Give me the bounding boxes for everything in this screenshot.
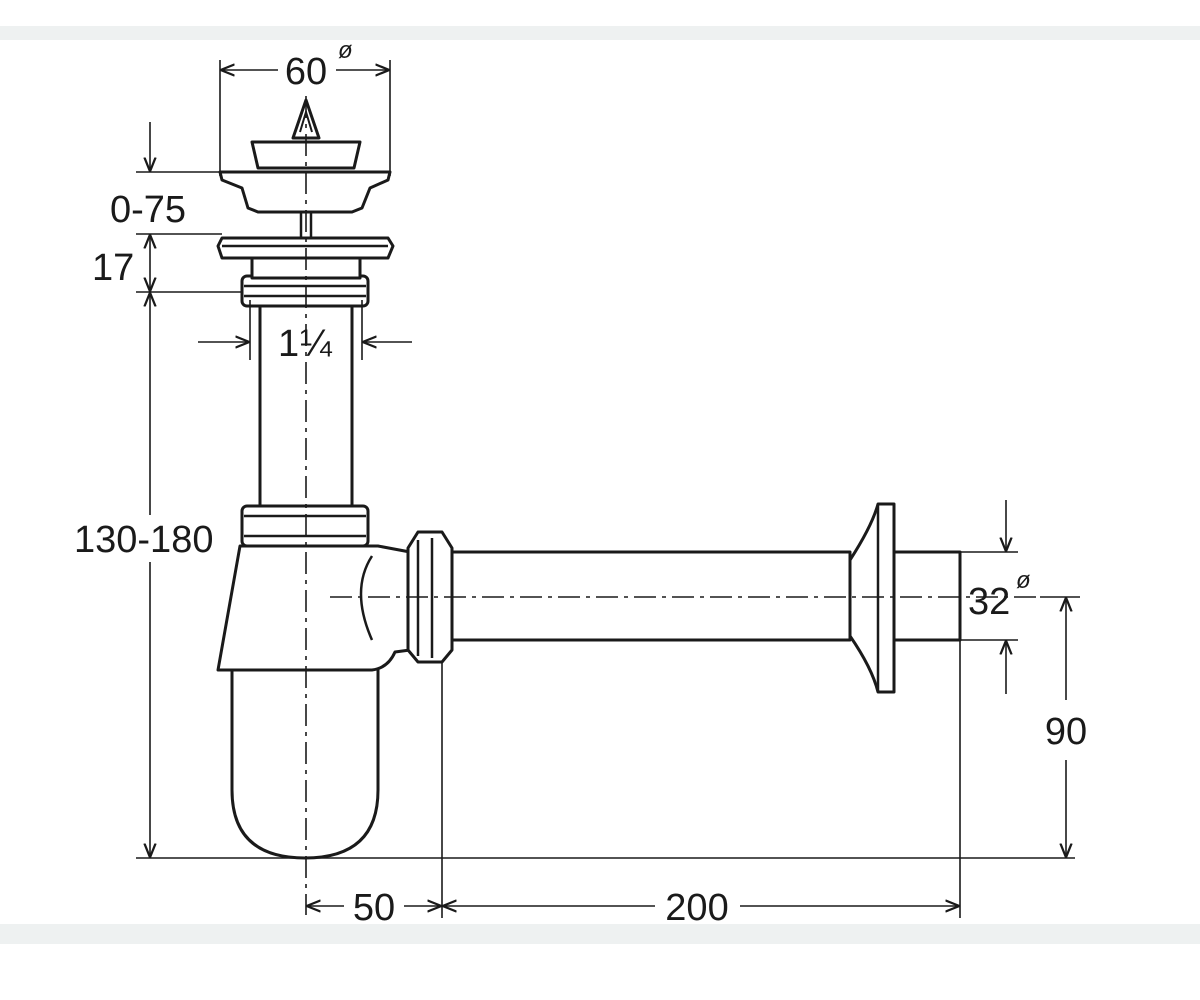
upper-nut <box>240 274 370 308</box>
dim-top-diameter: 60 <box>285 51 327 93</box>
dim-flange-height: 17 <box>92 247 134 289</box>
body-curve <box>359 555 374 641</box>
dim-height-range: 130-180 <box>74 519 213 561</box>
bottom-band <box>0 924 1200 944</box>
dim-outlet-length: 200 <box>665 887 728 929</box>
dim-outlet-diameter-symbol: ø <box>1016 567 1031 594</box>
siphon-parts <box>216 98 962 860</box>
siphon-body <box>216 544 412 672</box>
wall-rosette <box>848 502 896 694</box>
dim-adjust-range: 0-75 <box>110 189 186 231</box>
center-lines <box>305 96 1040 915</box>
extension-lines <box>136 60 1075 918</box>
stopper-cap <box>218 170 392 214</box>
lower-nut <box>240 504 370 548</box>
dim-outlet-diameter: 32 <box>968 581 1010 623</box>
dim-offset: 50 <box>353 887 395 929</box>
dim-tube-size-whole: 1 <box>278 323 299 365</box>
top-band <box>0 26 1200 40</box>
dim-tube-size-fraction: ¼ <box>300 323 333 365</box>
outlet-pipe <box>450 550 852 642</box>
siphon-cup <box>230 666 380 860</box>
dim-top-diameter-symbol: ø <box>338 37 353 64</box>
pipe-end <box>892 550 962 642</box>
dimension-labels: 60 ø 0-75 17 1 ¼ 130-180 32 ø 90 50 200 <box>74 37 1087 929</box>
dimension-lines <box>150 70 1080 906</box>
dim-outlet-height: 90 <box>1045 711 1087 753</box>
